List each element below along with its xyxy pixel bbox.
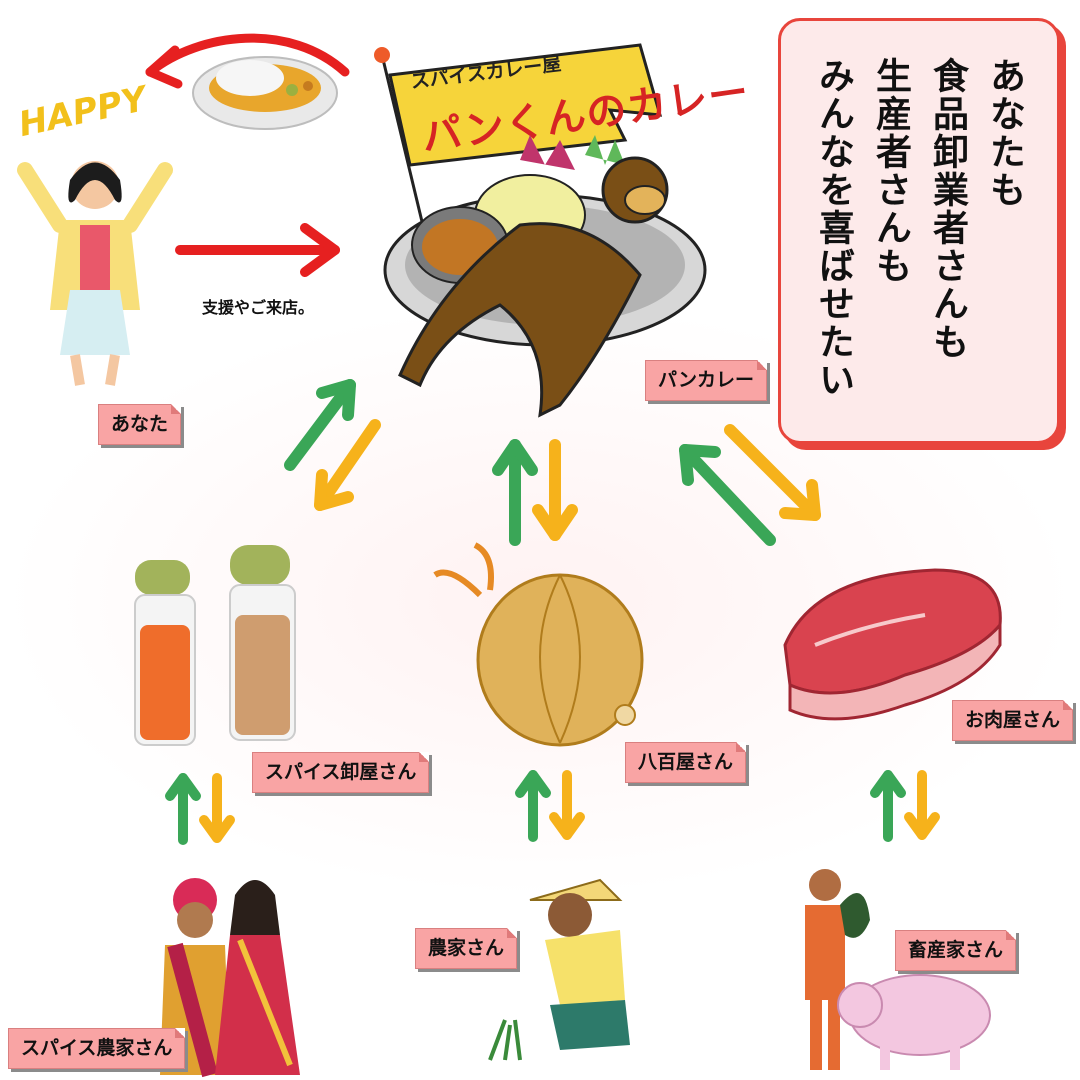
- label-butcher: お肉屋さん: [952, 700, 1074, 741]
- happy-text: HAPPY: [15, 79, 150, 145]
- couple-icon: [160, 878, 300, 1078]
- message-line-4: みんなを喜ばせたい: [813, 57, 854, 399]
- spice-jars-icon: [134, 545, 296, 746]
- meat-icon: [783, 568, 1002, 721]
- label-spice-farmer: スパイス農家さん: [8, 1028, 186, 1069]
- message-line-2: 食品卸業者さんも: [927, 57, 968, 361]
- label-farmer: 農家さん: [415, 928, 518, 969]
- banner-flag: [374, 43, 663, 256]
- return-arrow-red: [145, 33, 350, 89]
- label-greengrocer: 八百屋さん: [625, 742, 747, 783]
- arrows-meat-livestock: [870, 770, 940, 842]
- arrows-spice-farmer: [165, 773, 235, 845]
- label-pan-curry: パンカレー: [645, 360, 767, 401]
- arrows-curry-onion: [492, 439, 578, 546]
- label-you: あなた: [98, 404, 182, 445]
- support-arrow-red: [175, 223, 340, 277]
- label-livestock-farmer: 畜産家さん: [895, 930, 1017, 971]
- happy-woman-icon: [17, 161, 173, 386]
- arrows-onion-farmer: [515, 770, 585, 842]
- label-spice-wholesaler: スパイス卸屋さん: [252, 752, 430, 793]
- message-box: あなたも 食品卸業者さんも 生産者さんも みんなを喜ばせたい: [778, 18, 1060, 444]
- pig-farmer-icon: [805, 869, 991, 1070]
- message-line-1: あなたも: [984, 57, 1025, 209]
- onion-icon: [433, 542, 644, 747]
- monkey-curry-icon: [383, 135, 707, 418]
- curry-plate-icon: [192, 56, 338, 130]
- arrows-curry-meat: [679, 424, 821, 546]
- support-note: 支援やご来店。: [202, 298, 315, 317]
- message-line-3: 生産者さんも: [870, 57, 911, 285]
- farmer-icon: [488, 878, 630, 1061]
- arrows-curry-spice: [284, 379, 381, 511]
